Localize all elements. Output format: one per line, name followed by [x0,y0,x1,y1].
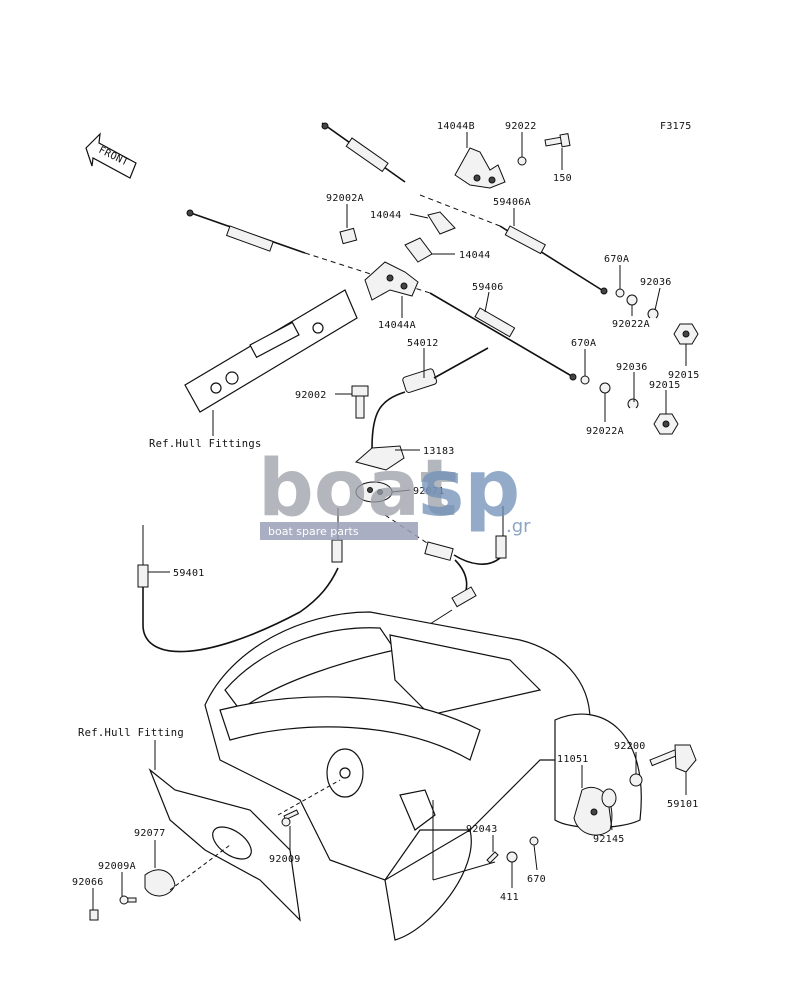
bracket-14044b [454,147,506,189]
callout-670a-upper: 670A [604,254,629,265]
callouts: 14044B 92022 150 92002A 14044 59406A 140… [72,121,700,903]
callout-54012: 54012 [407,338,439,349]
callout-670a-lower: 670A [571,338,596,349]
o-ring-670a-lower [580,375,590,385]
callout-92022a-lower: 92022A [586,426,624,437]
callout-59101: 59101 [667,799,699,810]
o-ring-670 [529,836,539,846]
clip-92036-lower [627,398,639,409]
washer-92022a-lower [599,382,611,394]
callout-92002: 92002 [295,390,327,401]
figure-code: F3175 [660,121,692,132]
nut-92015-upper [673,323,699,345]
callout-92145: 92145 [593,834,625,845]
callout-92009: 92009 [269,854,301,865]
bolt-150 [544,133,571,148]
screw-92009a [119,895,137,905]
o-ring-670a-upper [615,288,625,298]
clamp-14044-lower [404,237,433,263]
callout-150: 150 [553,173,572,184]
nut-92015-lower [653,413,679,435]
washer-92200 [629,773,643,787]
callout-14044a: 14044A [378,320,416,331]
callout-92036-lower: 92036 [616,362,648,373]
washer-92022 [517,156,527,166]
clip-92036-upper [647,308,659,319]
gasket-13183 [354,445,405,471]
callout-670: 670 [527,874,546,885]
washer-92022a-upper [626,294,638,306]
watermark-logo: boat sp .gr boat spare parts [258,444,531,540]
callout-14044b: 14044B [437,121,475,132]
pin-92043 [486,851,499,864]
clamp-14044-upper [427,211,456,235]
callout-92015-lower: 92015 [649,380,681,391]
nut-92066 [89,909,99,921]
callout-92002a: 92002A [326,193,364,204]
callout-59406a: 59406A [493,197,531,208]
hull-body [148,611,642,941]
bracket-14044a [364,261,419,301]
bolt-92002 [351,385,369,419]
watermark-tagline: boat spare parts [268,525,359,538]
callout-92009a: 92009A [98,861,136,872]
callout-411: 411 [500,892,519,903]
callout-59401: 59401 [173,568,205,579]
callout-92015-upper: 92015 [668,370,700,381]
callout-14044-lower: 14044 [459,250,491,261]
watermark-brand-a: boat [258,444,457,534]
callout-92022: 92022 [505,121,537,132]
screw-92009 [281,809,300,827]
washer-411 [506,851,518,863]
cap-92077 [144,869,176,897]
callout-92022a-upper: 92022A [612,319,650,330]
bolt-92002a [339,227,358,245]
callout-14044-upper: 14044 [370,210,402,221]
watermark-brand-b: sp [418,444,520,534]
cable-59406a [321,122,608,295]
callout-92071: 92071 [413,486,445,497]
callout-92036-upper: 92036 [640,277,672,288]
callout-92066: 92066 [72,877,104,888]
front-arrow-icon: FRONT [85,132,137,179]
hull-fitting-plate [184,289,358,413]
callout-59406: 59406 [472,282,504,293]
ref-hull-fitting: Ref.Hull Fitting [78,727,184,739]
callout-13183: 13183 [423,446,455,457]
ring-92145 [601,788,617,808]
callout-11051: 11051 [557,754,589,765]
watermark-suffix: .gr [506,516,531,537]
callout-92043: 92043 [466,824,498,835]
cable-59406 [186,209,577,381]
valve-54012 [371,347,489,449]
knob-59101 [649,744,697,773]
leader-lines [92,132,687,910]
ref-hull-fittings: Ref.Hull Fittings [149,438,262,450]
callout-92200: 92200 [614,741,646,752]
callout-92077: 92077 [134,828,166,839]
